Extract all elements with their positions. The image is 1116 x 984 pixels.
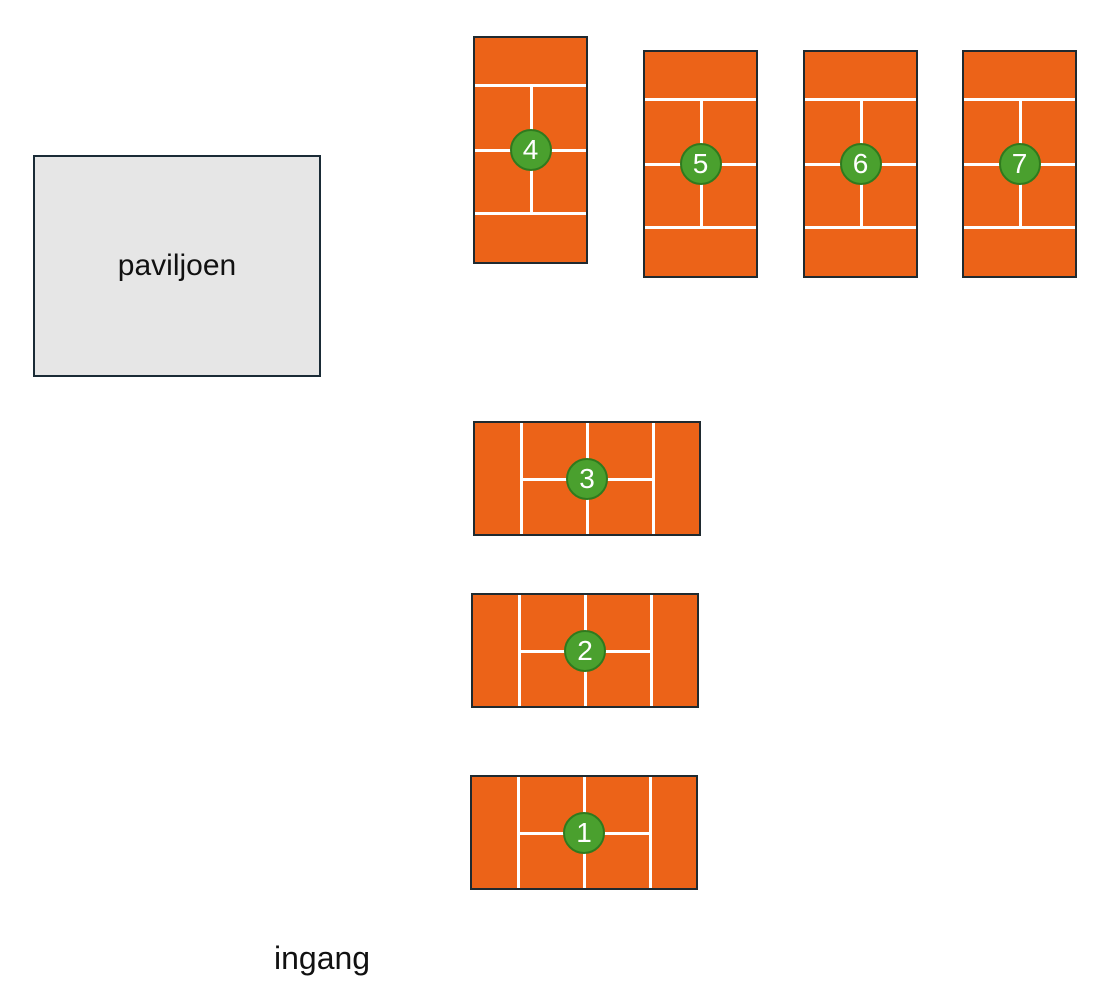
- tennis-court-6: 6: [803, 50, 918, 278]
- tennis-court-4: 4: [473, 36, 588, 264]
- tennis-court-5: 5: [643, 50, 758, 278]
- tennis-court-3: 3: [473, 421, 701, 536]
- pavilion: paviljoen: [33, 155, 321, 377]
- pavilion-label: paviljoen: [117, 249, 237, 282]
- court-number-badge: 3: [566, 457, 608, 500]
- tennis-court-2: 2: [471, 593, 699, 708]
- court-number-badge: 7: [998, 143, 1041, 185]
- court-number-badge: 2: [564, 629, 606, 672]
- tennis-court-7: 7: [962, 50, 1077, 278]
- entrance-label: ingang: [274, 940, 371, 976]
- court-number-badge: 5: [679, 143, 722, 185]
- court-number-badge: 1: [563, 811, 605, 854]
- court-number-badge: 6: [839, 143, 882, 185]
- tennis-court-1: 1: [470, 775, 698, 890]
- court-number-badge: 4: [509, 129, 552, 171]
